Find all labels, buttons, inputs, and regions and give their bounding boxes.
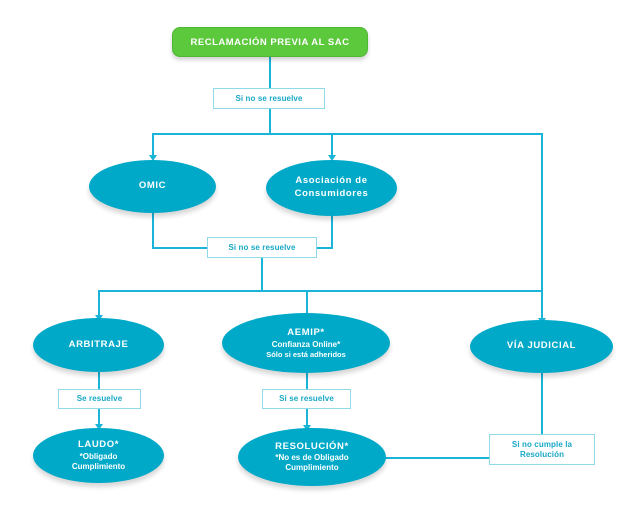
- node-laudo[interactable]: LAUDO* *Obligado Cumplimiento: [33, 428, 164, 483]
- edge-label-text-line2: Resolución: [519, 449, 565, 459]
- node-label-line2: *No es de Obligado: [275, 453, 349, 463]
- node-label: ARBITRAJE: [68, 338, 129, 350]
- edge-omic-down: [152, 212, 154, 248]
- edge-label-no-resuelve-1: Si no se resuelve: [213, 88, 325, 109]
- node-asociacion-consumidores[interactable]: Asociación de Consumidores: [266, 160, 397, 216]
- edge-label-text-line1: Si no cumple la: [511, 439, 573, 449]
- edge-aemip-down: [306, 372, 308, 391]
- node-reclamacion-previa-sac[interactable]: RECLAMACIÓN PREVIA AL SAC: [172, 27, 368, 57]
- edge-bus1-to-omic: [152, 133, 154, 156]
- node-resolucion[interactable]: RESOLUCIÓN* *No es de Obligado Cumplimie…: [238, 428, 386, 486]
- node-label: OMIC: [138, 180, 167, 192]
- edge-label2-to-bus2: [261, 258, 263, 290]
- edge-asociacion-down: [331, 215, 333, 248]
- node-label-line2: Consumidores: [294, 188, 369, 199]
- edge-bus1-to-asociacion: [331, 133, 333, 156]
- edge-si-resuelve-to-resolucion: [306, 409, 308, 426]
- node-label-line1: Asociación de: [295, 175, 368, 187]
- node-omic[interactable]: OMIC: [89, 160, 216, 213]
- edge-label-no-cumple-resolucion: Si no cumple la Resolución: [489, 434, 595, 465]
- node-label-line2: *Obligado: [79, 451, 118, 461]
- edge-start-to-label1: [269, 57, 271, 88]
- edge-label-text: Se resuelve: [76, 394, 123, 403]
- node-label-line3: Cumplimiento: [285, 463, 339, 473]
- edge-label-text: Si no se resuelve: [235, 93, 303, 103]
- edge-label-se-resuelve: Se resuelve: [58, 389, 141, 409]
- node-aemip-confianza-online[interactable]: AEMIP* Confianza Online* Sólo si está ad…: [222, 313, 390, 373]
- edge-arbitraje-down: [98, 371, 100, 391]
- edge-label1-to-bus1: [269, 109, 271, 134]
- edge-bus2-to-aemip: [306, 290, 308, 316]
- arrow-to-asociacion: [328, 155, 336, 161]
- edge-label-text: Si se resuelve: [279, 394, 334, 403]
- edge-bus2-to-arbitraje: [98, 290, 100, 316]
- node-via-judicial[interactable]: VÍA JUDICIAL: [470, 320, 613, 373]
- node-label-line3: Cumplimiento: [71, 461, 126, 471]
- node-arbitraje[interactable]: ARBITRAJE: [33, 318, 164, 372]
- edge-label-text: Si no se resuelve: [228, 242, 296, 252]
- edge-se-resuelve-to-laudo: [98, 409, 100, 425]
- edge-label-no-resuelve-2: Si no se resuelve: [207, 237, 317, 258]
- edge-bus1-to-via-judicial: [541, 133, 543, 319]
- node-label: VÍA JUDICIAL: [506, 340, 577, 352]
- edge-bus-row1: [152, 133, 543, 135]
- edge-resolucion-to-no-cumple: [384, 457, 491, 459]
- node-label-line2: Confianza Online*: [271, 339, 341, 349]
- edge-label-si-se-resuelve: Si se resuelve: [262, 389, 351, 409]
- edge-bus-row2: [98, 290, 543, 292]
- node-label: RECLAMACIÓN PREVIA AL SAC: [190, 36, 350, 48]
- arrow-to-laudo: [95, 424, 103, 430]
- node-label-line3: Sólo si está adheridos: [266, 349, 346, 359]
- edge-no-cumple-to-via-judicial: [541, 373, 543, 435]
- arrow-to-omic: [149, 155, 157, 161]
- node-label-line1: LAUDO*: [77, 439, 120, 451]
- node-label-line1: AEMIP*: [287, 327, 325, 339]
- node-label-line1: RESOLUCIÓN*: [275, 440, 349, 452]
